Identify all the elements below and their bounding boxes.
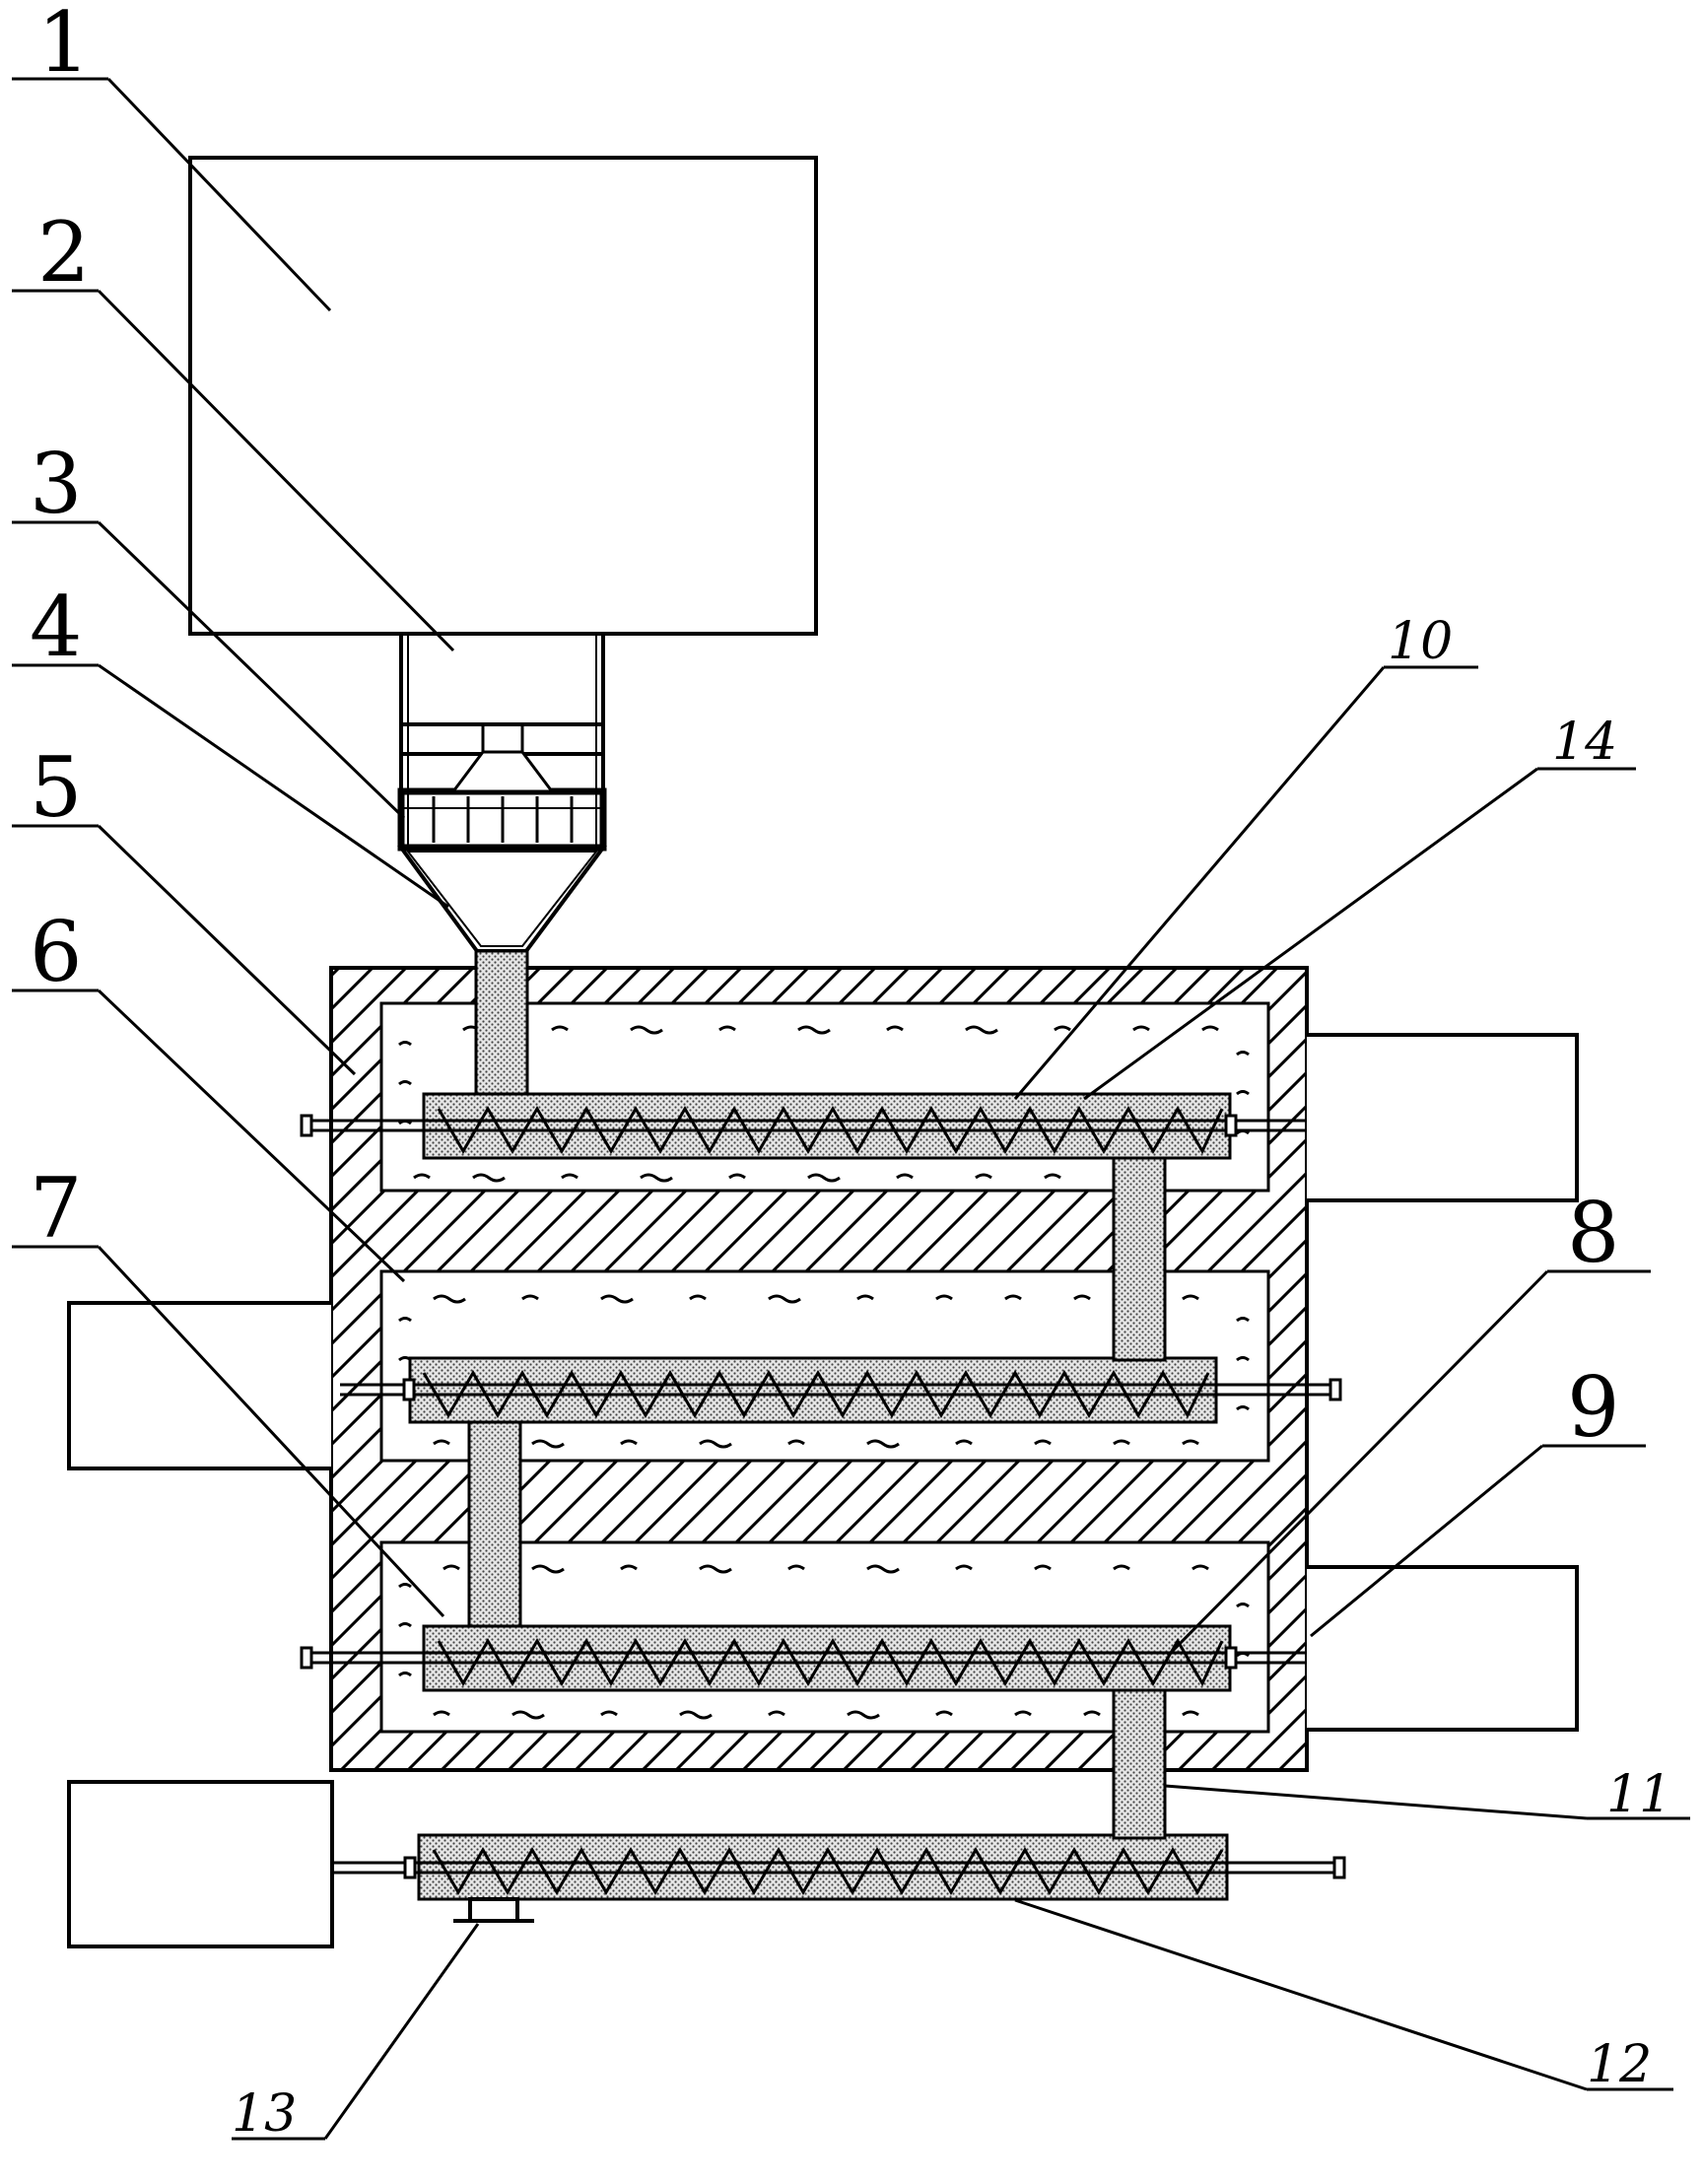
callout-14: 14 xyxy=(1552,713,1617,772)
heat-medium-marks xyxy=(398,1025,1250,1720)
callout-6: 6 xyxy=(30,904,82,1000)
callout-4: 4 xyxy=(30,579,82,675)
callout-5: 5 xyxy=(30,739,82,836)
callout-1: 1 xyxy=(37,0,90,91)
callout-2: 2 xyxy=(37,204,90,301)
callout-7: 7 xyxy=(30,1160,82,1257)
callout-9: 9 xyxy=(1567,1359,1619,1456)
callout-12: 12 xyxy=(1587,2035,1652,2094)
storage-bin xyxy=(188,156,818,636)
callout-3: 3 xyxy=(30,436,82,532)
screw-flights xyxy=(422,1106,1224,1895)
rotary-feeder xyxy=(397,722,607,852)
callout-labels: 1 2 3 4 5 6 7 8 9 10 11 12 13 14 xyxy=(30,0,1671,2144)
hopper-cone xyxy=(397,846,607,953)
callout-8: 8 xyxy=(1567,1185,1619,1281)
screw-shafts xyxy=(300,1114,1346,1879)
leader-lines xyxy=(12,77,1690,2141)
callout-10: 10 xyxy=(1388,612,1453,671)
callout-13: 13 xyxy=(232,2084,297,2144)
discharge-outlet xyxy=(453,1897,534,1923)
callout-11: 11 xyxy=(1606,1765,1671,1824)
transfer-chutes xyxy=(467,949,1167,1840)
